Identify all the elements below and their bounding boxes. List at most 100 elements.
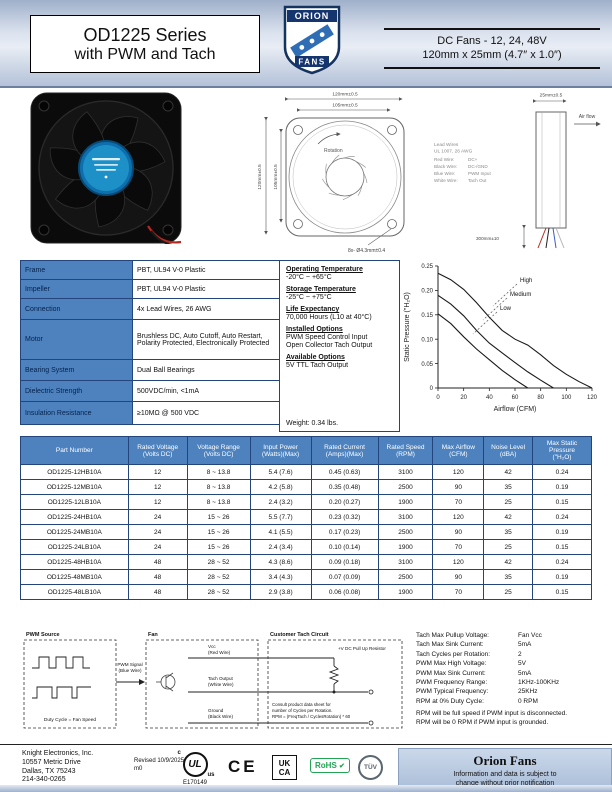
part-table-header: Max Airflow(CFM): [432, 436, 485, 465]
ul-file-number: E170149: [182, 780, 208, 786]
part-table-header: Voltage Range(Volts DC): [186, 436, 251, 465]
part-cell: 70: [432, 539, 485, 555]
tach-spec-label: Tach Max Sink Current:: [416, 641, 484, 649]
part-cell: 12: [127, 494, 188, 510]
part-cell: 3100: [377, 554, 434, 570]
series-label-high: High: [520, 278, 532, 284]
part-cell: 5.5 (7.7): [249, 509, 312, 525]
footer-divider: [0, 744, 612, 745]
part-cell: 3100: [377, 464, 434, 480]
header-line: (Volts DC): [142, 450, 173, 458]
tach-spec-value: 2: [518, 650, 522, 658]
side-red-wire: [537, 227, 547, 249]
company-name: Knight Electronics, Inc.: [22, 750, 94, 757]
tach-spec-value: 0 RPM: [518, 697, 538, 705]
header-line: Input Power: [263, 443, 298, 451]
x-tick-label: 20: [460, 395, 467, 401]
spec-label-cell: Impeller: [20, 279, 133, 299]
dim-width-outer: 120mm±0.5: [332, 92, 358, 98]
header-voltage-line: DC Fans - 12, 24, 48V: [437, 35, 547, 47]
ukca-uk: UK: [278, 758, 291, 768]
disclaimer-line1: Information and data is subject to: [453, 771, 557, 778]
part-cell: OD1225-24MB10A: [20, 524, 129, 540]
part-cell: 0.19: [532, 479, 592, 495]
side-view-graphic: Lead Wires UL 1007, 26 AWG Red Wire: DC+…: [434, 93, 601, 249]
circuit-note-3: RPM = (FreqTach / CyclesRotation) * 60: [272, 714, 351, 719]
series-label-low: Low: [500, 306, 512, 312]
spec-value-cell: ≥10MΩ @ 500 VDC: [132, 401, 280, 425]
part-cell: 0.17 (0.23): [310, 524, 379, 540]
y-tick-label: 0.20: [421, 289, 433, 295]
chart-series-low: [437, 313, 529, 389]
series-label-medium: Medium: [510, 292, 531, 298]
tach-spec-label: PWM Frequency Range:: [416, 679, 488, 687]
part-cell: 0.09 (0.18): [310, 554, 379, 570]
part-table-header: Rated Current(Amps)(Max): [310, 436, 379, 465]
part-cell: 42: [483, 509, 534, 525]
pwm-signal-label-1: PWM Signal: [117, 662, 142, 667]
ul-logo-icon: c UL us: [178, 750, 215, 778]
part-cell: 15 ~ 26: [186, 509, 251, 525]
x-tick-label: 100: [561, 395, 572, 401]
header-line: Part Number: [55, 447, 93, 454]
company-city: Dallas, TX 75243: [22, 767, 76, 775]
side-view-drawing: Lead Wires UL 1007, 26 AWG Red Wire: DC+…: [430, 88, 605, 261]
circuit-note-1: Consult product data sheet for: [272, 702, 331, 707]
part-cell: 4.1 (5.5): [249, 524, 312, 540]
part-cell: 4.2 (5.8): [249, 479, 312, 495]
chart-series-high: [437, 272, 593, 389]
ul-c-mark: c: [177, 750, 181, 756]
spec-value-cell: Brushless DC, Auto Cutoff, Auto Restart,…: [132, 319, 280, 360]
duty-cycle-note: Duty Cycle = Fan Speed: [44, 717, 96, 723]
part-cell: 28 ~ 52: [186, 569, 251, 585]
part-cell: 5.4 (7.6): [249, 464, 312, 480]
x-tick-label: 0: [436, 395, 440, 401]
part-cell: 48: [127, 569, 188, 585]
dim-height-outer: 120mm±0.5: [257, 164, 263, 190]
company-phone: 214-340-0265: [22, 776, 66, 784]
side-black-wire: [545, 227, 550, 249]
header-line: Rated Current: [324, 443, 365, 451]
wire-white-label: White Wire:: [434, 178, 458, 183]
brand-box: Orion Fans Information and data is subje…: [398, 748, 612, 792]
ukca-ca: CA: [278, 767, 291, 777]
part-cell: 0.15: [532, 539, 592, 555]
tach-note-line: RPM will be full speed if PWM input is d…: [416, 710, 568, 718]
part-cell: 0.15: [532, 584, 592, 600]
logo-fans-text: FANS: [298, 58, 325, 67]
disclaimer-line2: change without prior notification: [455, 779, 555, 787]
tach-spec-value: 5V: [518, 660, 526, 668]
lead-wires-title: Lead Wires: [434, 142, 459, 148]
title-box: OD1225 Series with PWM and Tach: [30, 15, 260, 73]
x-tick-label: 60: [512, 395, 519, 401]
company-street: 10557 Metric Drive: [22, 758, 81, 766]
spec-row: Insulation Resistance≥10MΩ @ 500 VDC: [20, 401, 280, 425]
dim-height-inner: 105mm±0.5: [273, 164, 279, 190]
condition-title: Operating Temperature: [286, 266, 363, 273]
part-cell: OD1225-12MB10A: [20, 479, 129, 495]
mounting-holes-note: 8x- Ø4.3mm±0.4: [348, 248, 385, 254]
tach-spec-label: RPM at 0% Duty Cycle:: [416, 697, 484, 705]
chart-series-medium: [437, 294, 554, 389]
header-line: Pressure: [549, 447, 576, 454]
part-cell: 0.20 (0.27): [310, 494, 379, 510]
spec-label-cell: Motor: [20, 319, 133, 360]
front-view-drawing: 120mm±0.5 105mm±0.5 120mm±0.5 105mm±0.5: [252, 88, 437, 261]
pwm-waveform-2: [32, 686, 91, 699]
part-cell: 1900: [377, 539, 434, 555]
condition-value: PWM Speed Control Input: [286, 334, 368, 341]
tach-spec-row: Tach Max Pullup Voltage:Fan Vcc: [416, 631, 602, 640]
part-cell: 15 ~ 26: [186, 524, 251, 540]
part-cell: 0.35 (0.48): [310, 479, 379, 495]
